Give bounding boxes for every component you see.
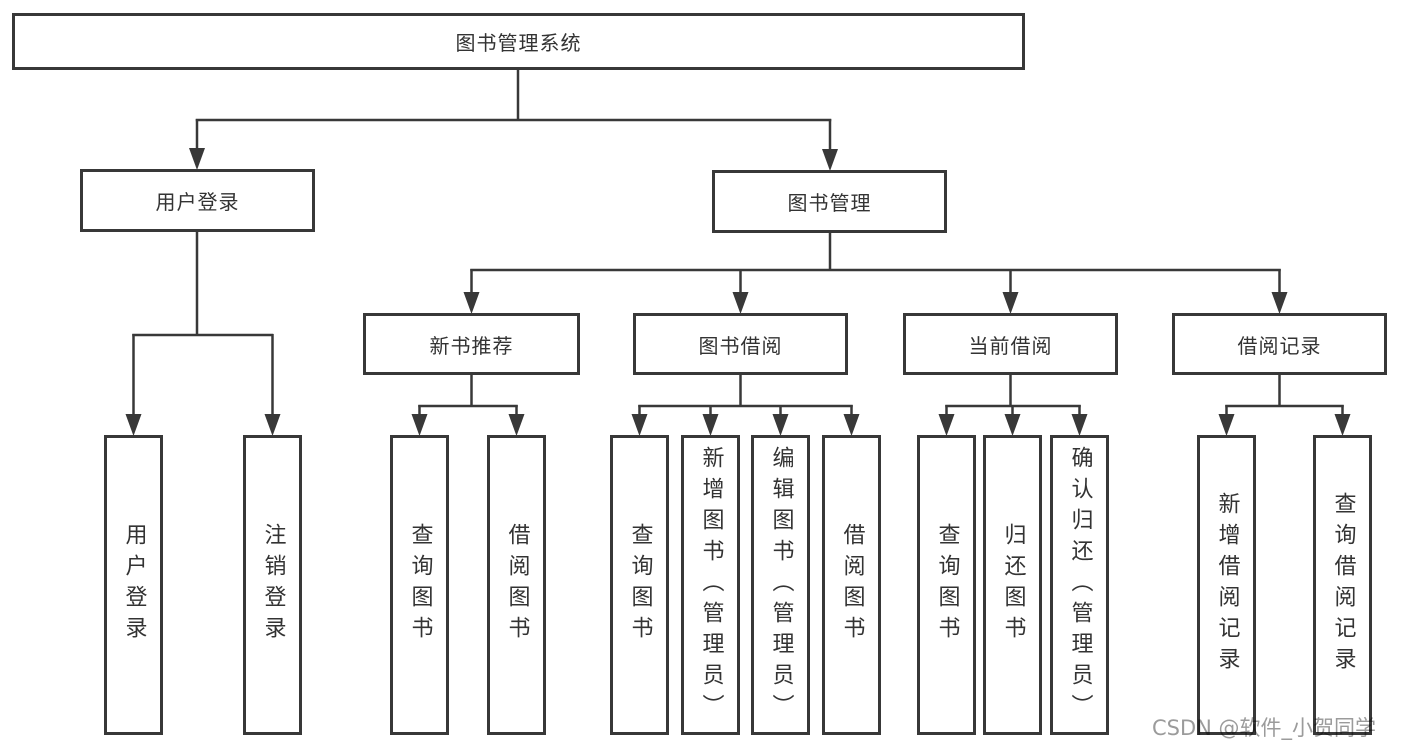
connector-book-mgmt-to-level3 xyxy=(463,232,1288,314)
leaf-query-books-newbook-label: 查询图书 xyxy=(407,523,433,647)
leaf-user-login: 用户登录 xyxy=(104,435,163,735)
node-new-book-recommend-label: 新书推荐 xyxy=(429,333,514,358)
connector-current-borrow-branch xyxy=(938,374,1088,436)
leaf-query-borrow-record-label: 查询借阅记录 xyxy=(1330,492,1356,678)
node-book-borrow-label: 图书借阅 xyxy=(698,333,783,358)
leaf-add-borrow-record: 新增借阅记录 xyxy=(1197,435,1256,735)
node-borrow-records-label: 借阅记录 xyxy=(1237,333,1322,358)
leaf-borrow-books: 借阅图书 xyxy=(822,435,881,735)
connector-book-borrow-branch xyxy=(631,374,860,436)
leaf-query-borrow-record: 查询借阅记录 xyxy=(1313,435,1372,735)
leaf-query-books-borrow: 查询图书 xyxy=(610,435,669,735)
leaf-borrow-books-label: 借阅图书 xyxy=(839,523,865,647)
connector-new-book-branch xyxy=(411,374,525,436)
leaf-return-books: 归还图书 xyxy=(983,435,1042,735)
connector-user-login-branch xyxy=(125,231,281,436)
leaf-query-books-borrow-label: 查询图书 xyxy=(627,523,653,647)
csdn-watermark: CSDN @软件_小贺同学 xyxy=(1152,716,1377,740)
connector-root-to-level2 xyxy=(189,69,838,171)
node-library-management-system: 图书管理系统 xyxy=(12,13,1025,70)
leaf-edit-books-admin: 编辑图书（管理员） xyxy=(751,435,810,735)
node-current-borrow-label: 当前借阅 xyxy=(968,333,1053,358)
node-new-book-recommend: 新书推荐 xyxy=(363,313,580,375)
node-borrow-records: 借阅记录 xyxy=(1172,313,1387,375)
leaf-borrow-books-newbook-label: 借阅图书 xyxy=(504,523,530,647)
leaf-add-borrow-record-label: 新增借阅记录 xyxy=(1214,492,1240,678)
leaf-confirm-return-admin: 确认归还（管理员） xyxy=(1050,435,1109,735)
connector-borrow-records-branch xyxy=(1218,374,1351,436)
node-current-borrow: 当前借阅 xyxy=(903,313,1118,375)
node-user-login-label: 用户登录 xyxy=(155,190,240,214)
node-library-management-system-label: 图书管理系统 xyxy=(455,31,582,55)
leaf-query-books-current: 查询图书 xyxy=(917,435,976,735)
leaf-logout-label: 注销登录 xyxy=(260,523,286,647)
node-book-management: 图书管理 xyxy=(712,170,947,233)
leaf-query-books-newbook: 查询图书 xyxy=(390,435,449,735)
leaf-add-books-admin-label: 新增图书（管理员） xyxy=(698,445,724,725)
leaf-return-books-label: 归还图书 xyxy=(1000,523,1026,647)
leaf-logout: 注销登录 xyxy=(243,435,302,735)
leaf-user-login-label: 用户登录 xyxy=(121,523,147,647)
node-user-login: 用户登录 xyxy=(80,169,315,232)
leaf-confirm-return-admin-label: 确认归还（管理员） xyxy=(1067,445,1093,725)
leaf-add-books-admin: 新增图书（管理员） xyxy=(681,435,740,735)
node-book-management-label: 图书管理 xyxy=(787,191,872,215)
node-book-borrow: 图书借阅 xyxy=(633,313,848,375)
leaf-borrow-books-newbook: 借阅图书 xyxy=(487,435,546,735)
leaf-edit-books-admin-label: 编辑图书（管理员） xyxy=(768,445,794,725)
leaf-query-books-current-label: 查询图书 xyxy=(934,523,960,647)
